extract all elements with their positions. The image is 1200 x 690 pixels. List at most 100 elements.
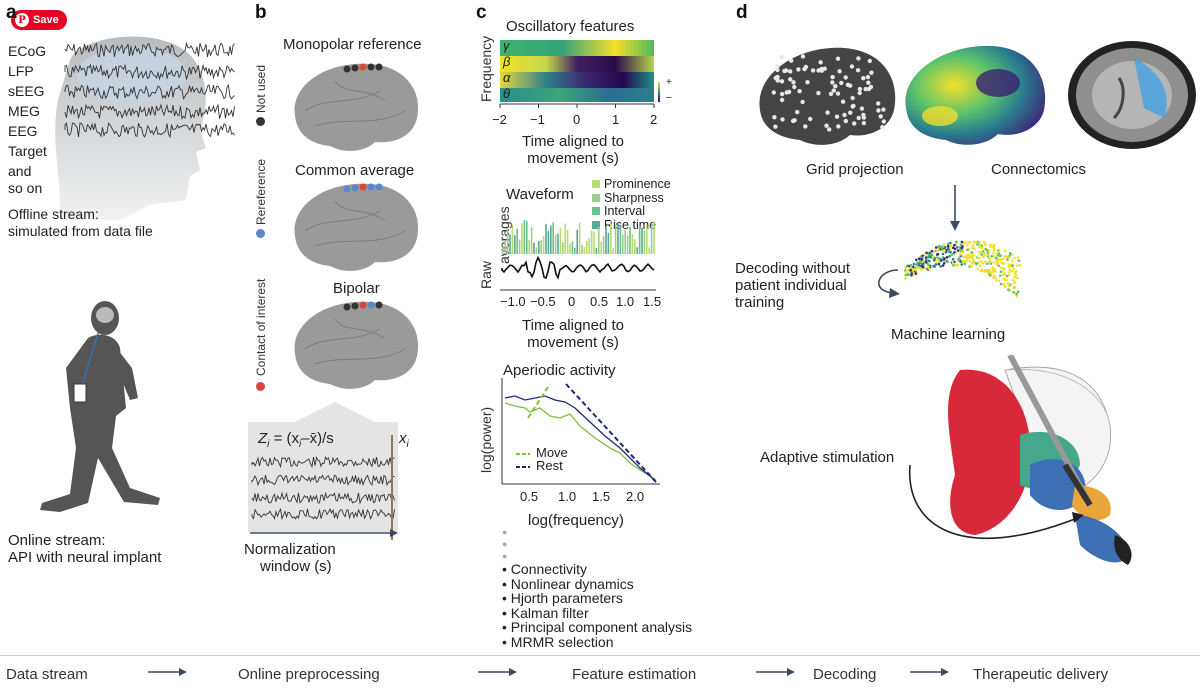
ml-point xyxy=(917,262,921,266)
ml-point xyxy=(1013,257,1016,260)
electrode-dot xyxy=(824,123,829,128)
waveform-feature-bar xyxy=(586,240,588,254)
electrode-dot xyxy=(866,80,871,85)
ml-point xyxy=(954,263,957,267)
ml-point xyxy=(936,253,939,256)
ml-point xyxy=(966,242,970,245)
ml-point xyxy=(923,253,927,256)
save-label: Save xyxy=(33,14,59,26)
ml-point xyxy=(925,251,928,255)
electrode-dot xyxy=(865,74,871,80)
tick: −1.0 xyxy=(500,294,526,309)
ml-point xyxy=(986,268,989,272)
ml-point xyxy=(993,255,996,258)
ml-point xyxy=(992,252,995,255)
ml-point xyxy=(990,271,994,274)
band-labels: γ β α θ xyxy=(503,38,510,102)
electrode-dot xyxy=(827,127,832,132)
tick: −0.5 xyxy=(530,294,556,309)
electrode-dot xyxy=(803,124,808,129)
waveform-feature-bar xyxy=(610,221,612,254)
electrode-dot xyxy=(779,79,785,84)
modality-eeg: EEG xyxy=(8,123,38,139)
heatmap-axis xyxy=(499,103,655,108)
waveform-legend: Prominence Sharpness Interval Rise time xyxy=(592,177,671,232)
ml-point xyxy=(941,264,945,267)
legend-move: Move xyxy=(536,445,568,460)
waveform-feature-bar xyxy=(595,247,598,254)
normalization-formula: Zi = (xi–x̄)/s xyxy=(258,430,334,450)
waveform-feature-bar xyxy=(538,240,540,254)
waveform-feature-bar xyxy=(612,247,614,254)
ml-point xyxy=(933,265,936,268)
modality-and: and xyxy=(8,163,32,179)
legend-contact-dot xyxy=(256,382,265,391)
ml-point xyxy=(986,262,989,265)
signal-trace xyxy=(64,122,235,139)
pinterest-save-button[interactable]: P Save xyxy=(11,10,67,30)
ml-point xyxy=(920,258,923,262)
ml-point xyxy=(995,252,999,255)
electrode-dot xyxy=(792,118,797,123)
ml-point xyxy=(972,260,976,263)
electrode-dot xyxy=(842,112,847,118)
legend-not-used-dot xyxy=(256,117,265,126)
ml-point xyxy=(978,244,981,247)
ml-point xyxy=(980,244,984,247)
ml-point xyxy=(1011,260,1014,263)
waveform-feature-bar xyxy=(559,227,562,254)
electrode-dot xyxy=(847,83,853,88)
waveform-feature-bar xyxy=(600,241,602,254)
ml-point xyxy=(910,272,913,275)
log-power-label: log(power) xyxy=(478,406,494,473)
electrode-dot xyxy=(861,120,867,126)
waveform-feature-bar xyxy=(578,222,581,254)
ml-point xyxy=(967,256,970,260)
electrode-dot xyxy=(852,121,857,126)
ml-point xyxy=(944,250,948,254)
pipeline-arrow-3 xyxy=(756,668,795,676)
raw-label: Raw xyxy=(478,260,494,289)
ml-point xyxy=(924,260,928,263)
machine-learning-scatter xyxy=(904,240,1022,298)
waveform-feature-bar xyxy=(629,226,631,254)
ml-point xyxy=(1007,284,1011,288)
ml-point xyxy=(914,272,918,275)
electrode-dot xyxy=(818,60,823,65)
ml-point xyxy=(980,259,983,263)
ml-point xyxy=(1011,264,1014,267)
waveform-feature-bar xyxy=(530,227,533,254)
ml-point xyxy=(948,254,951,258)
electrode-dot xyxy=(876,108,881,113)
waveform-feature-bar xyxy=(557,233,559,254)
pipeline-arrow-4 xyxy=(910,668,949,676)
legend-prominence: Prominence xyxy=(592,177,671,192)
ml-point xyxy=(947,242,950,246)
ml-point xyxy=(965,259,969,262)
down-arrow xyxy=(950,185,960,231)
waveform-feature-bar xyxy=(583,247,586,254)
waveform-feature-bar xyxy=(547,231,550,254)
ml-point xyxy=(957,259,961,262)
ml-point xyxy=(1007,263,1011,266)
ml-point xyxy=(1002,266,1005,270)
electrode-dot xyxy=(788,77,793,82)
aperiodic-title: Aperiodic activity xyxy=(503,362,616,379)
ml-point xyxy=(956,249,960,252)
colorbar-plus: + xyxy=(666,77,672,88)
ml-point xyxy=(1012,279,1016,283)
ml-point xyxy=(919,255,923,258)
electrode-dot xyxy=(772,115,777,120)
normalization-title: Normalization xyxy=(244,541,336,558)
step-decoding: Decoding xyxy=(813,666,877,683)
ml-point xyxy=(994,275,997,279)
ml-point xyxy=(946,260,949,264)
electrode-dot xyxy=(836,124,841,129)
ml-point xyxy=(963,262,967,266)
electrode-dot xyxy=(861,112,866,118)
ml-point xyxy=(937,248,940,251)
ml-point xyxy=(992,268,995,271)
log-frequency-label: log(frequency) xyxy=(528,512,624,529)
ml-point xyxy=(995,258,998,262)
ml-point xyxy=(976,243,979,246)
